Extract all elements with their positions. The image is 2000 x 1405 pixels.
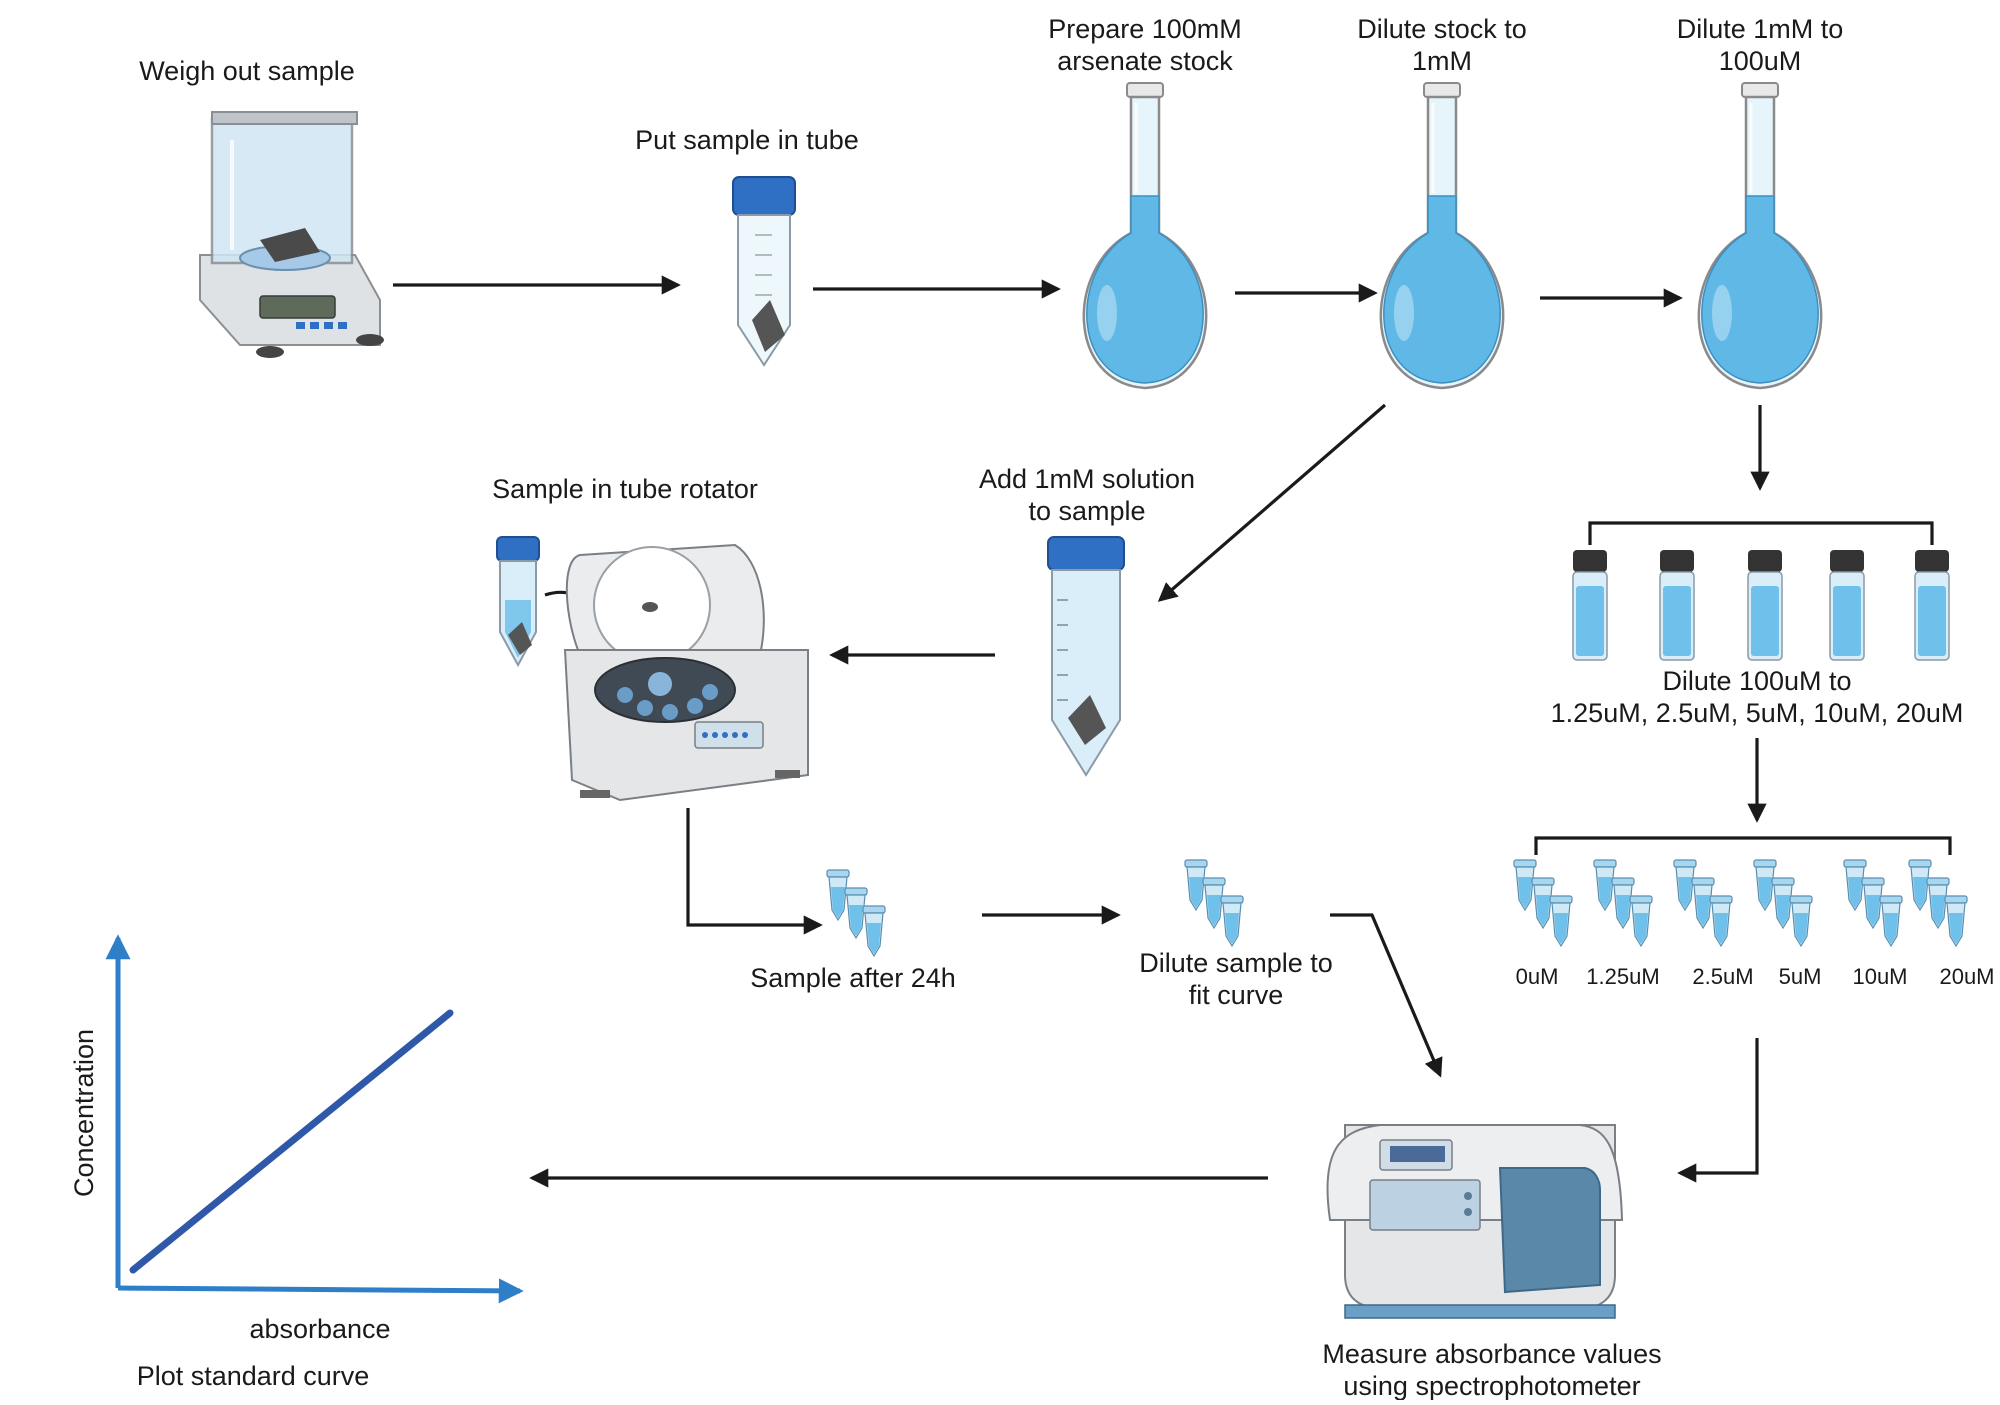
volumetric-flask-stock-icon — [1082, 81, 1208, 390]
arrow-tubes-to-spectro — [1677, 1038, 1759, 1183]
diluted-sample-icon — [1185, 860, 1243, 946]
label-after-24h: Sample after 24h — [750, 963, 956, 993]
label-dilute-1mm-line2: 1mM — [1412, 46, 1472, 76]
tube-with-sample-icon — [732, 176, 796, 367]
small-tube-icon — [496, 536, 540, 668]
label-dilute-1mm-line1: Dilute stock to — [1357, 14, 1527, 44]
conc-label-5: 20uM — [1939, 964, 1994, 989]
arrow-dilute-to-spectro — [1330, 913, 1443, 1078]
graph-x-axis — [117, 1278, 524, 1304]
sample-after-24h-icon — [827, 870, 885, 956]
graph-x-label: absorbance — [249, 1314, 390, 1344]
standard-tubes-icon — [1514, 860, 1967, 946]
label-weigh: Weigh out sample — [139, 56, 355, 86]
arrow-rotator-to-24h — [686, 808, 823, 935]
conc-label-3: 5uM — [1779, 964, 1822, 989]
label-dilute-100um-line1: Dilute 1mM to — [1677, 14, 1844, 44]
standard-curve-line — [129, 1009, 454, 1274]
label-measure-line1: Measure absorbance values — [1322, 1339, 1661, 1369]
label-measure-line2: using spectrophotometer — [1343, 1371, 1640, 1400]
label-plot: Plot standard curve — [137, 1361, 370, 1391]
label-rotator: Sample in tube rotator — [492, 474, 758, 504]
standard-curve-graph: Concentration absorbance — [69, 934, 524, 1344]
conc-label-0: 0uM — [1516, 964, 1559, 989]
tube-with-solution-icon — [1047, 536, 1125, 777]
spectrophotometer-icon — [1326, 1124, 1624, 1319]
label-series-line1: Dilute 100uM to — [1662, 666, 1851, 696]
label-stock-line1: Prepare 100mM — [1048, 14, 1242, 44]
label-add-solution-line1: Add 1mM solution — [979, 464, 1195, 494]
label-fit-line1: Dilute sample to — [1139, 948, 1333, 978]
tube-rotator-icon — [563, 543, 809, 802]
graph-y-label: Concentration — [69, 1029, 99, 1197]
conc-label-4: 10uM — [1852, 964, 1907, 989]
label-fit-line2: fit curve — [1189, 980, 1284, 1010]
volumetric-flask-100um-icon — [1697, 81, 1823, 390]
dilution-vials-icon — [1572, 549, 1950, 661]
label-dilute-100um-line2: 100uM — [1719, 46, 1802, 76]
label-stock-line2: arsenate stock — [1057, 46, 1233, 76]
label-add-solution-line2: to sample — [1028, 496, 1145, 526]
volumetric-flask-1mm-icon — [1379, 81, 1505, 390]
analytical-balance-icon — [199, 111, 384, 358]
label-put-in-tube: Put sample in tube — [635, 125, 859, 155]
vials-bracket — [1588, 521, 1934, 545]
tubes-bracket — [1534, 836, 1952, 855]
arrow-1mm-to-sample — [1157, 403, 1387, 602]
label-series-line2: 1.25uM, 2.5uM, 5uM, 10uM, 20uM — [1551, 698, 1964, 728]
conc-label-1: 1.25uM — [1586, 964, 1659, 989]
conc-label-2: 2.5uM — [1692, 964, 1753, 989]
